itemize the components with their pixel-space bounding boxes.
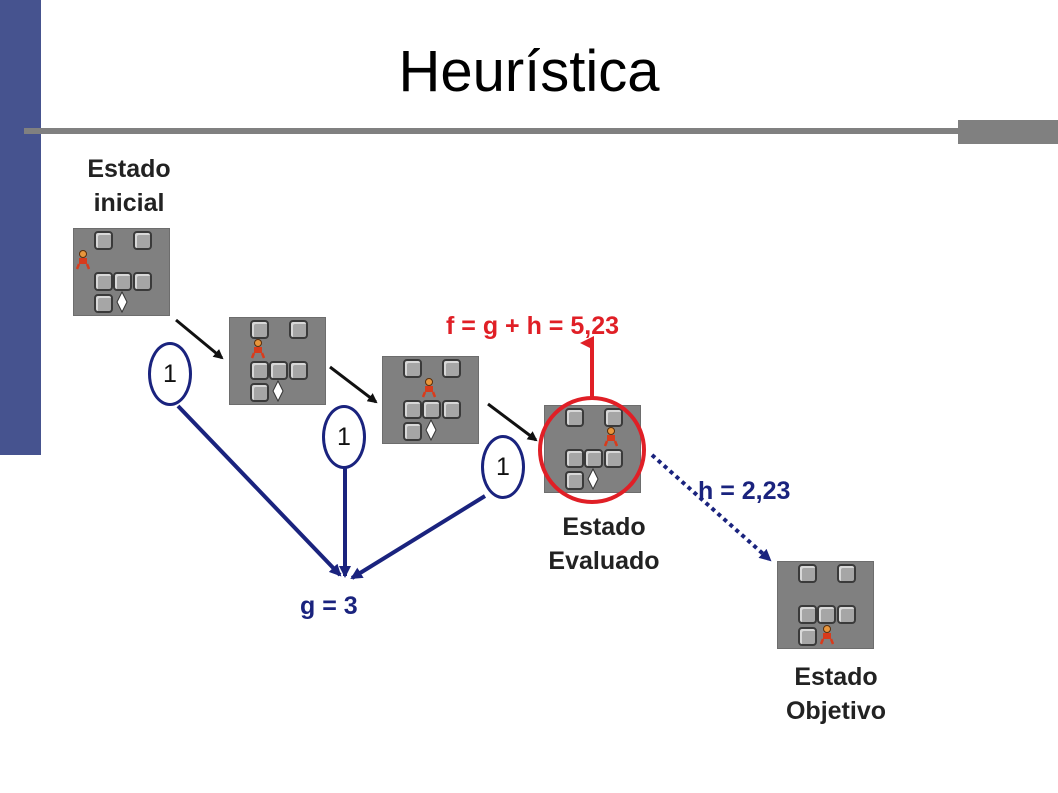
cost-arrow-3 <box>350 494 487 580</box>
box-icon <box>584 449 603 468</box>
board-step-1 <box>229 317 326 405</box>
title-underline-accent <box>958 120 1058 144</box>
f-formula-label: f = g + h = 5,23 <box>446 312 619 340</box>
step-cost-node: 1 <box>322 405 366 469</box>
box-icon <box>94 231 113 250</box>
box-icon <box>289 361 308 380</box>
diamond-icon <box>425 419 437 441</box>
box-icon <box>604 449 623 468</box>
goal-label-line1: Estado <box>794 663 878 691</box>
cost-arrow-1 <box>176 404 342 577</box>
board-goal-state <box>777 561 874 649</box>
person-icon <box>251 339 265 359</box>
box-icon <box>289 320 308 339</box>
diamond-icon <box>272 380 284 402</box>
box-icon <box>403 400 422 419</box>
diamond-icon <box>587 468 599 490</box>
box-icon <box>565 408 584 427</box>
transition-arrow-3 <box>487 402 538 442</box>
initial-state-label: Estado inicial <box>64 152 194 220</box>
box-icon <box>403 422 422 441</box>
box-icon <box>269 361 288 380</box>
box-icon <box>403 359 422 378</box>
box-icon <box>817 605 836 624</box>
evaluated-state-highlight <box>538 396 646 504</box>
heuristic-arrow <box>650 453 772 562</box>
box-icon <box>798 564 817 583</box>
person-icon <box>422 378 436 398</box>
board-step-2 <box>382 356 479 444</box>
step-cost-value: 1 <box>163 359 177 388</box>
board-initial-state <box>73 228 170 316</box>
box-icon <box>94 272 113 291</box>
diamond-icon <box>116 291 128 313</box>
box-icon <box>250 361 269 380</box>
g-value-label: g = 3 <box>300 592 358 620</box>
box-icon <box>250 320 269 339</box>
box-icon <box>442 400 461 419</box>
box-icon <box>250 383 269 402</box>
box-icon <box>565 471 584 490</box>
slide-sidebar <box>0 0 41 455</box>
board-evaluated-state <box>544 405 641 493</box>
box-icon <box>442 359 461 378</box>
evaluated-label-line1: Estado <box>562 513 646 541</box>
box-icon <box>837 564 856 583</box>
title-underline <box>24 128 1058 134</box>
box-icon <box>798 605 817 624</box>
box-icon <box>422 400 441 419</box>
goal-label-line2: Objetivo <box>785 697 886 725</box>
box-icon <box>798 627 817 646</box>
box-icon <box>604 408 623 427</box>
box-icon <box>133 231 152 250</box>
h-value-label: h = 2,23 <box>698 477 791 505</box>
transition-arrow-2 <box>329 365 378 404</box>
person-icon <box>76 250 90 270</box>
evaluated-label-line2: Evaluado <box>548 547 660 575</box>
step-cost-value: 1 <box>337 422 351 451</box>
initial-label-line1: Estado <box>87 155 171 183</box>
box-icon <box>94 294 113 313</box>
step-cost-value: 1 <box>496 452 510 481</box>
box-icon <box>565 449 584 468</box>
box-icon <box>113 272 132 291</box>
step-cost-node: 1 <box>481 435 525 499</box>
box-icon <box>133 272 152 291</box>
initial-label-line2: inicial <box>93 189 165 217</box>
person-icon <box>820 625 834 645</box>
slide-title: Heurística <box>398 39 660 104</box>
evaluated-state-label: Estado Evaluado <box>534 510 674 578</box>
transition-arrow-1 <box>175 318 224 360</box>
goal-state-label: Estado Objetivo <box>766 660 906 728</box>
person-icon <box>604 427 618 447</box>
box-icon <box>837 605 856 624</box>
step-cost-node: 1 <box>148 342 192 406</box>
